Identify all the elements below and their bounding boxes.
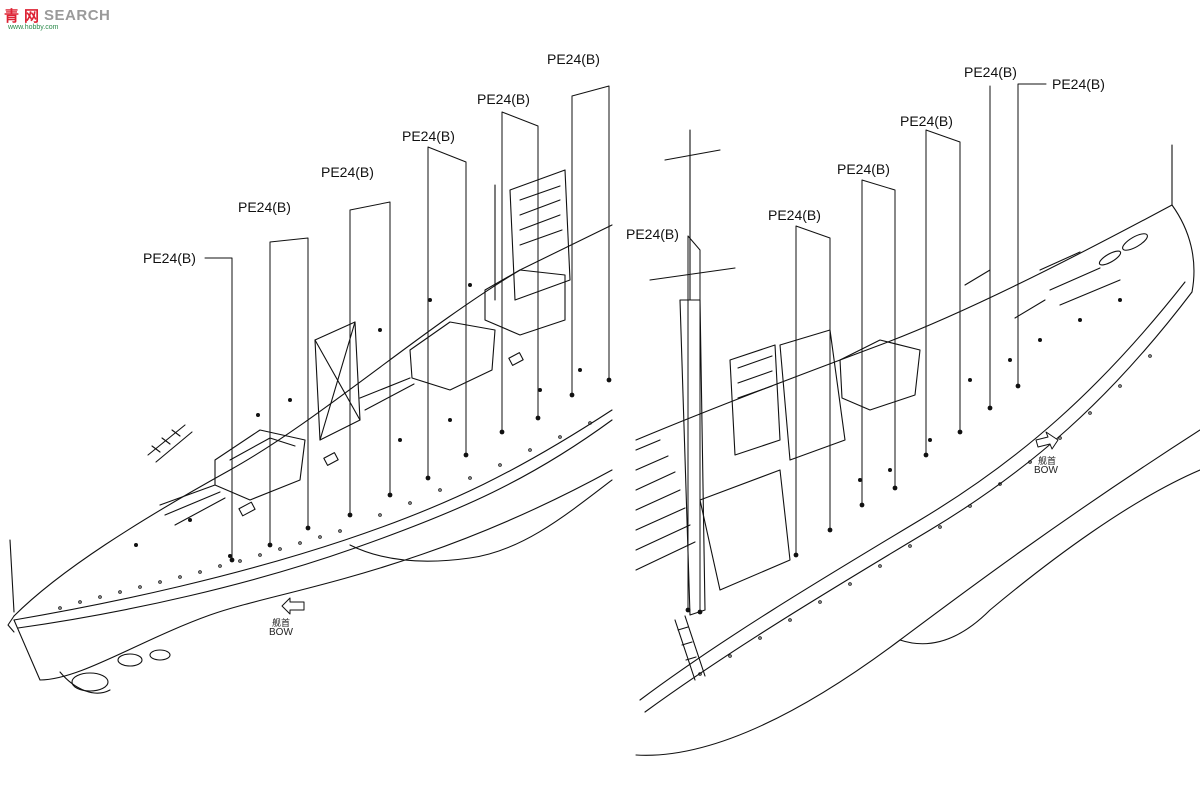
right-leader-lines [687, 83, 1047, 613]
left-leader-lines [204, 85, 610, 561]
left-ship-hull [7, 169, 613, 694]
watermark-brand-cjk: 青 [4, 8, 21, 25]
left-callout-2: PE24(B) [238, 199, 291, 215]
right-bow-label-cn: 舰首 [1038, 457, 1057, 467]
right-callout-3: PE24(B) [837, 161, 890, 177]
right-callout-1: PE24(B) [626, 226, 679, 242]
right-leader-dots [685, 383, 1021, 615]
left-callout-5: PE24(B) [477, 91, 530, 107]
right-callout-4: PE24(B) [900, 113, 953, 129]
watermark-search: SEARCH [44, 7, 111, 24]
watermark-logo: 青 网 SEARCH [4, 5, 110, 26]
left-callout-1: PE24(B) [143, 250, 196, 266]
watermark-brand-mid: 网 [24, 8, 41, 25]
left-bow-label-cn: 舰首 [272, 619, 291, 629]
left-callout-3: PE24(B) [321, 164, 374, 180]
right-callout-2: PE24(B) [768, 207, 821, 223]
left-bow-arrow [281, 597, 305, 615]
left-callout-6: PE24(B) [547, 51, 600, 67]
right-callout-5: PE24(B) [964, 64, 1017, 80]
right-bow-label-en: BOW [1034, 465, 1058, 476]
right-callout-6: PE24(B) [1052, 76, 1105, 92]
left-callout-4: PE24(B) [402, 128, 455, 144]
left-leader-dots [229, 377, 612, 563]
left-bow-label-en: BOW [269, 627, 293, 638]
watermark-url: www.hobby.com [8, 24, 59, 31]
right-ship-hull [635, 129, 1200, 756]
right-bow-arrow [1035, 431, 1059, 450]
